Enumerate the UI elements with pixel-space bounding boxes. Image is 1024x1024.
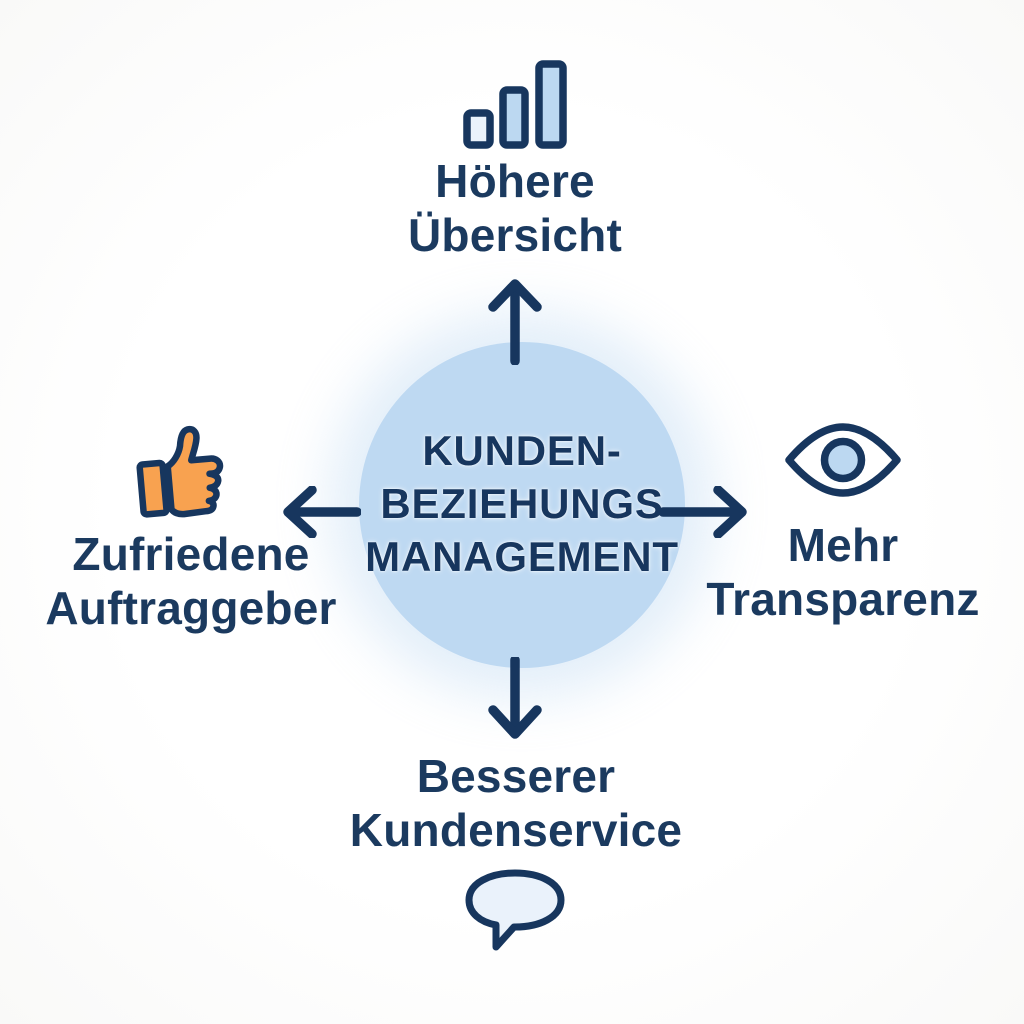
- benefit-top-line-1: Höhere: [435, 155, 595, 207]
- eye-icon: [785, 423, 901, 497]
- benefit-label-top: Höhere Übersicht: [315, 154, 715, 262]
- arrow-down-icon: [488, 657, 542, 739]
- crm-title: KUNDEN- BEZIEHUNGS MANAGEMENT: [319, 424, 725, 583]
- thumbs-up-icon: [136, 425, 224, 518]
- benefit-bottom-line-2: Kundenservice: [349, 804, 683, 856]
- crm-title-line-1: KUNDEN-: [422, 427, 622, 474]
- benefit-top-line-2: Übersicht: [408, 209, 622, 261]
- arrow-up-icon: [488, 279, 542, 365]
- benefit-label-right: Mehr Transparenz: [658, 518, 1024, 626]
- benefit-right-line-1: Mehr: [787, 519, 899, 571]
- benefit-left-line-1: Zufriedene: [72, 528, 310, 580]
- benefit-bottom-line-1: Besserer: [416, 750, 616, 802]
- speech-bubble-icon: [465, 869, 565, 951]
- crm-title-line-3: MANAGEMENT: [365, 533, 679, 580]
- benefit-label-left: Zufriedene Auftraggeber: [8, 527, 374, 635]
- bar-chart-icon: [463, 60, 567, 149]
- crm-title-line-2: BEZIEHUNGS: [380, 480, 664, 527]
- arrow-left-icon: [283, 486, 361, 538]
- benefit-label-bottom: Besserer Kundenservice: [316, 749, 716, 857]
- arrow-right-icon: [659, 486, 747, 538]
- crm-center-circle: KUNDEN- BEZIEHUNGS MANAGEMENT: [359, 342, 685, 668]
- benefit-right-line-2: Transparenz: [706, 573, 980, 625]
- benefit-left-line-2: Auftraggeber: [45, 582, 337, 634]
